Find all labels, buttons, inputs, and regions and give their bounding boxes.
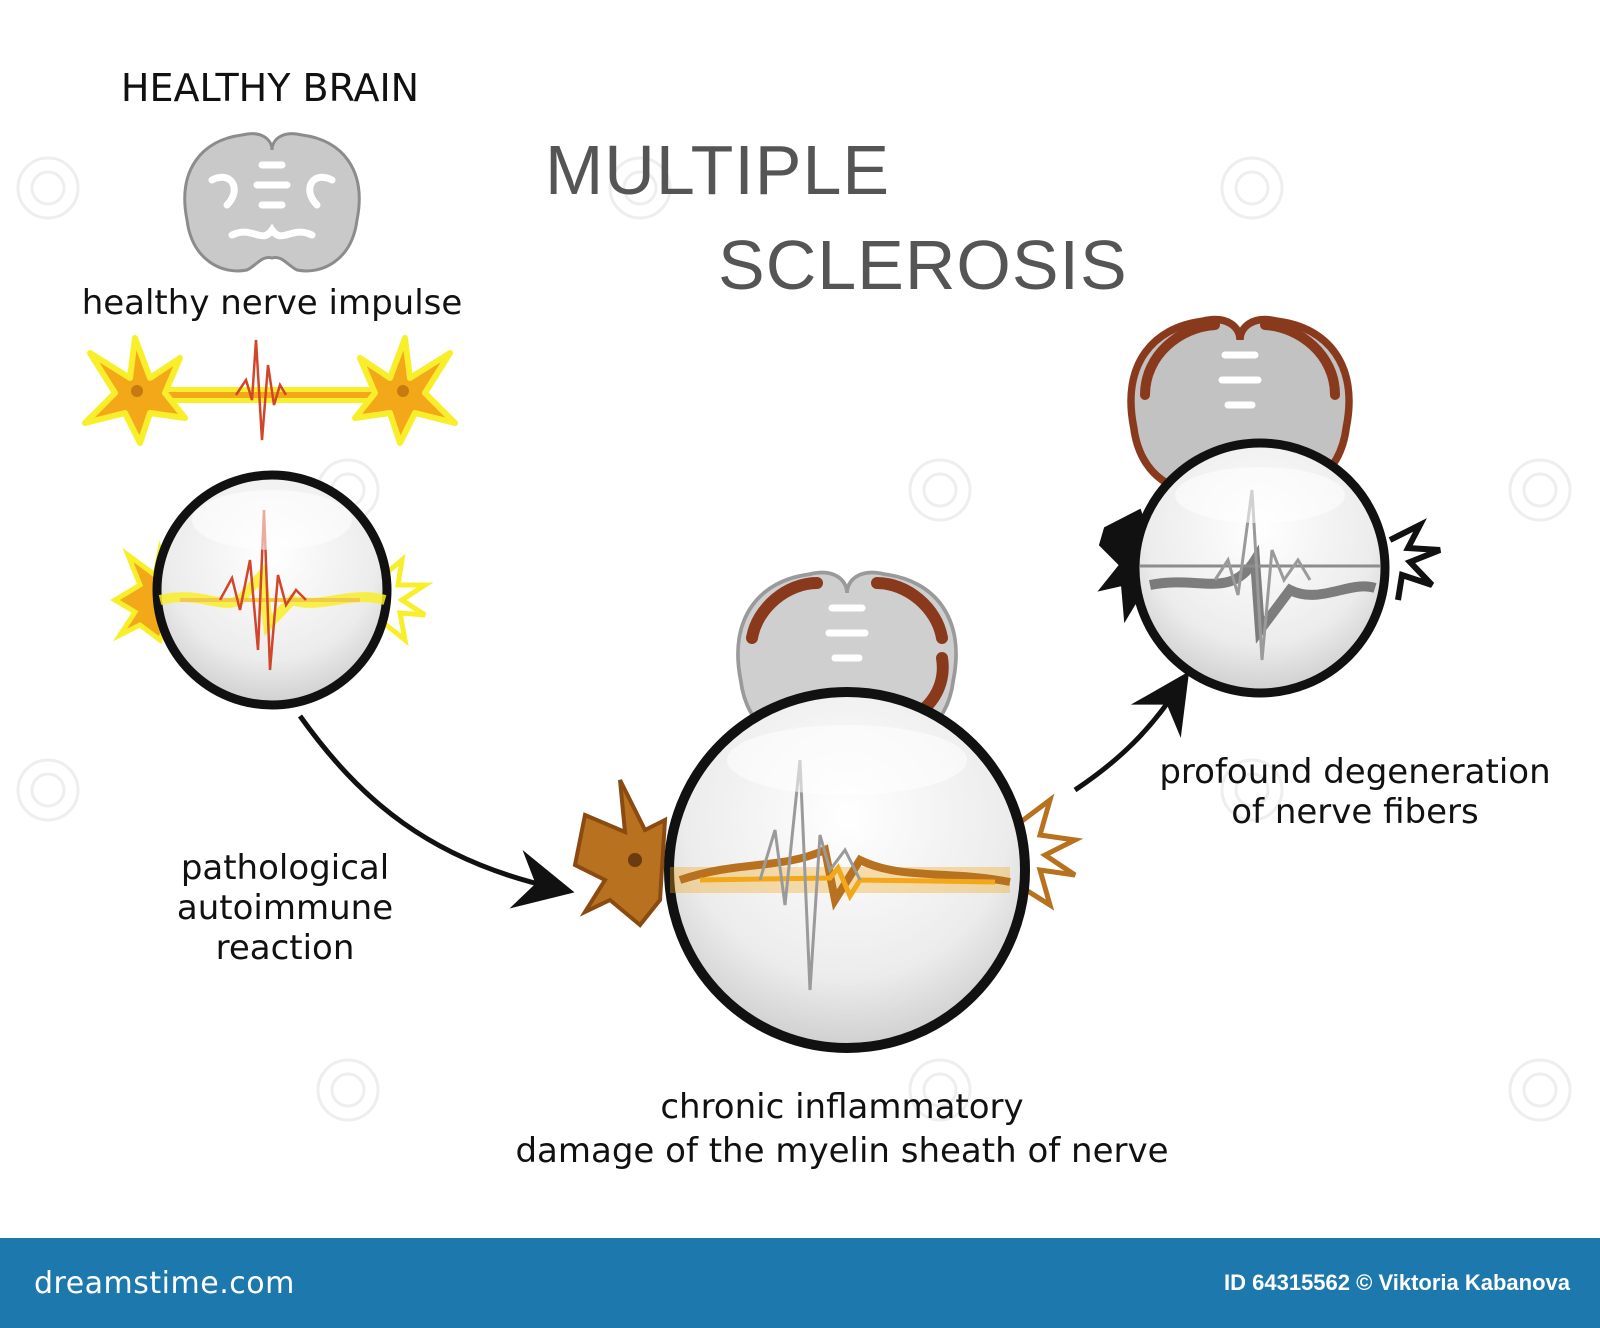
- healthy-brain-label: HEALTHY BRAIN: [120, 66, 420, 110]
- healthy-brain-icon: [183, 132, 361, 273]
- healthy-lens-icon: [110, 470, 434, 710]
- footer-credit: ID 64315562 © Viktoria Kabanova: [1224, 1270, 1570, 1295]
- title-line-2: SCLEROSIS: [718, 226, 1128, 304]
- reaction-label-line-2: autoimmune: [176, 888, 394, 928]
- neuron-icon: [572, 779, 1084, 928]
- degenerated-brain-icon: [1131, 320, 1349, 492]
- watermark-swirls: [16, 156, 1572, 1122]
- chronic-label-line-2: damage of the myelin sheath of nerve: [515, 1131, 1169, 1171]
- degenerated-lens-icon: [1097, 438, 1442, 698]
- degeneration-label-line-1: profound degeneration: [1159, 752, 1551, 792]
- healthy-neurons-icon: [82, 335, 458, 446]
- arrow-icon: [297, 714, 575, 909]
- title-line-1: MULTIPLE: [545, 131, 891, 209]
- degeneration-label-line-2: of nerve fibers: [1231, 792, 1479, 832]
- damaged-lens-icon: [572, 687, 1084, 1053]
- ms-diagram: [16, 132, 1572, 1122]
- reaction-label-line-3: reaction: [215, 928, 355, 968]
- neuron-icon: [82, 335, 188, 446]
- footer-bar: dreamstime.com ID 64315562 © Viktoria Ka…: [0, 1238, 1600, 1328]
- arrow-icon: [1073, 671, 1190, 793]
- chronic-label: chronic inflammatory damage of the myeli…: [492, 1085, 1192, 1173]
- neuron-icon: [352, 335, 458, 446]
- footer-logo[interactable]: dreamstime.com: [34, 1266, 295, 1301]
- reaction-label: pathological autoimmune reaction: [150, 848, 420, 968]
- reaction-label-line-1: pathological: [180, 848, 390, 888]
- degeneration-label: profound degeneration of nerve fibers: [1135, 752, 1575, 832]
- chronic-label-line-1: chronic inflammatory: [660, 1087, 1024, 1127]
- healthy-impulse-label: healthy nerve impulse: [81, 283, 463, 323]
- diagram-svg: [16, 132, 1572, 1122]
